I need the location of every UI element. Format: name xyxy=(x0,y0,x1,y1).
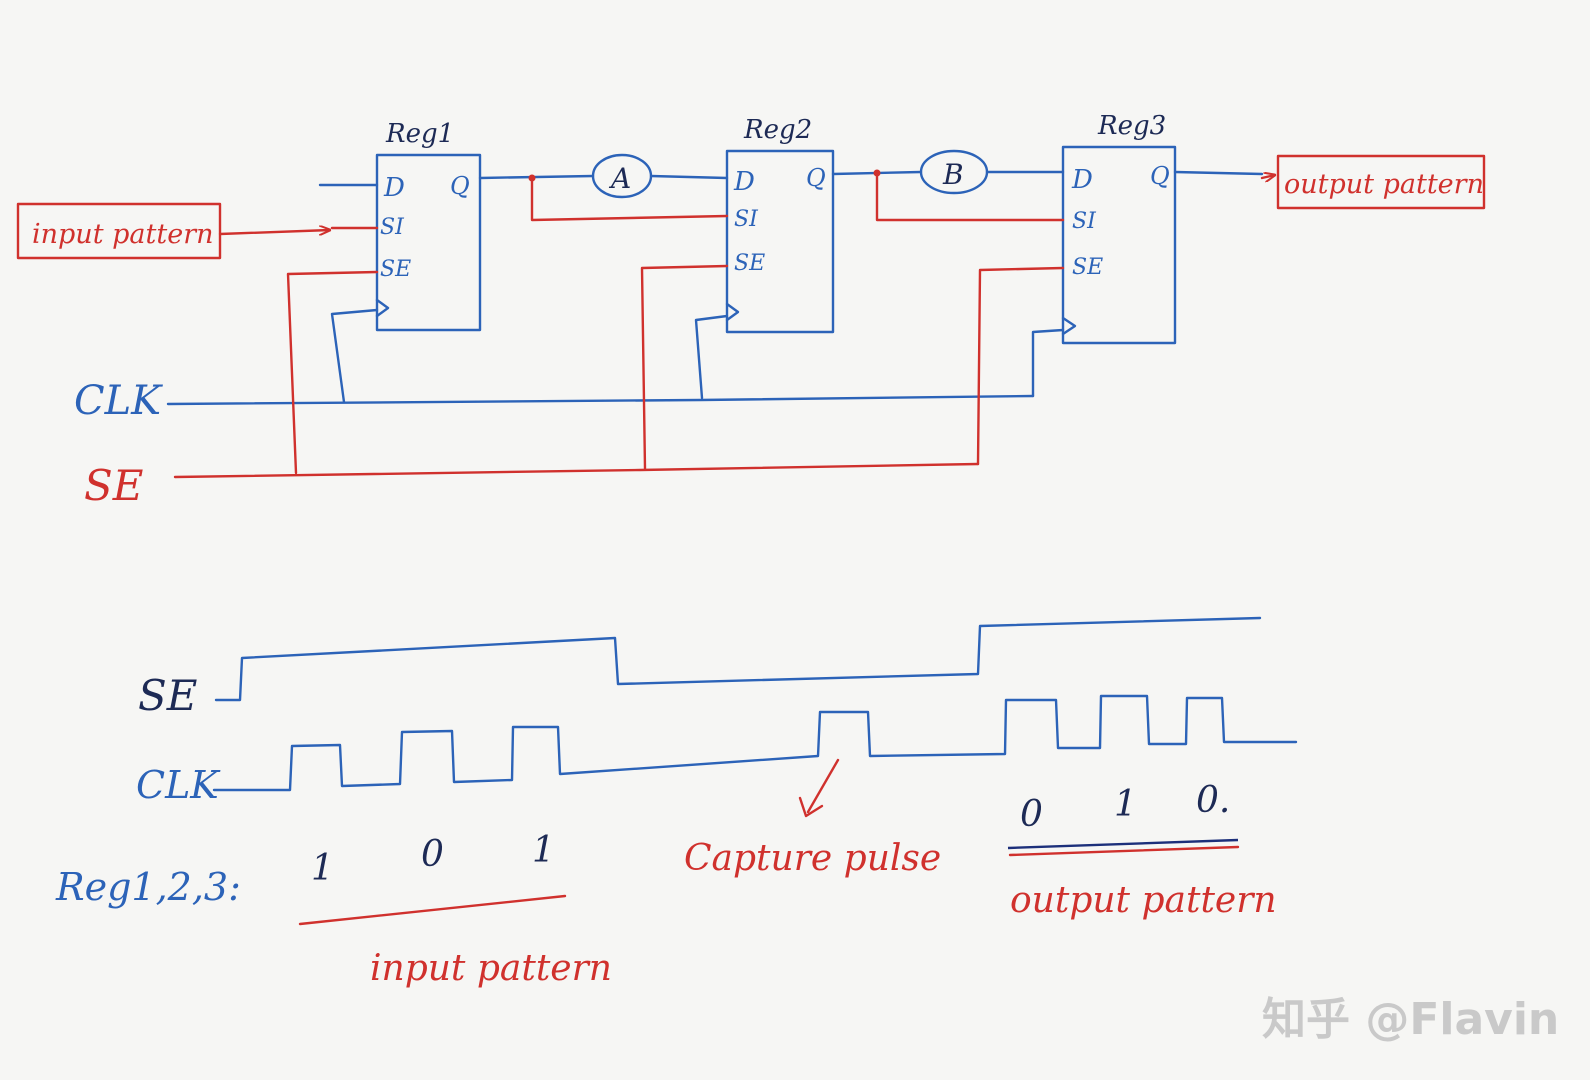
clk-to-reg1-wire xyxy=(330,308,379,404)
reg1-pin-q: Q xyxy=(450,172,470,200)
reg1-clock-triangle xyxy=(375,298,390,318)
se-main-wire xyxy=(173,462,980,479)
register-reg3: Reg3 D SI SE Q xyxy=(1061,111,1177,345)
reg1-pin-si: SI xyxy=(380,215,405,240)
output-pattern-caption: output pattern xyxy=(1010,880,1277,921)
reg2-clock-triangle xyxy=(725,302,740,322)
a-to-reg2-d-wire xyxy=(649,174,729,180)
input-pattern-caption: input pattern xyxy=(370,948,612,989)
timing-se-label: SE xyxy=(138,671,197,720)
junction-reg1-q xyxy=(528,174,536,182)
se-to-reg3-wire xyxy=(976,266,1065,466)
reg1-q-to-a-wire xyxy=(478,174,595,180)
se-signal-label: SE xyxy=(84,461,143,510)
reg3-pin-si: SI xyxy=(1072,209,1097,234)
capture-pulse-label: Capture pulse xyxy=(684,838,941,879)
reg2-label: Reg2 xyxy=(743,115,812,145)
reg2-q-to-reg3-si-wire xyxy=(875,171,1065,222)
reg3-pin-se: SE xyxy=(1072,255,1103,280)
input-pattern-arrow xyxy=(218,230,332,234)
capture-arrow-shaft xyxy=(806,758,840,814)
clk-waveform xyxy=(212,694,1298,792)
scan-path: input pattern output pattern xyxy=(16,154,1486,260)
capture-arrowhead xyxy=(798,796,824,818)
input-bit-2: 0 xyxy=(421,834,444,875)
output-pattern-underline-red xyxy=(1008,845,1240,857)
output-pattern-box-label: output pattern xyxy=(1284,169,1484,200)
timing-diagram: SE CLK Reg1,2,3: 1 0 1 input pattern Cap… xyxy=(55,616,1298,989)
input-pattern-box xyxy=(16,202,222,260)
se-net: SE xyxy=(84,264,1065,510)
logic-b-label: B xyxy=(942,158,964,191)
reg2-pin-q: Q xyxy=(806,164,826,192)
junction-reg2-q xyxy=(873,169,881,177)
reg3-pin-q: Q xyxy=(1150,162,1170,190)
reg-values-label: Reg1,2,3: xyxy=(55,865,241,909)
register-reg2: Reg2 D SI SE Q xyxy=(725,115,835,334)
reg3-pin-d: D xyxy=(1071,165,1093,195)
clk-to-reg3-wire xyxy=(1031,328,1065,398)
input-pattern-box-label: input pattern xyxy=(32,219,214,250)
clk-net: CLK xyxy=(74,308,1065,424)
reg1-label: Reg1 xyxy=(385,119,454,149)
logic-a: A xyxy=(591,153,653,199)
output-pattern-box xyxy=(1276,154,1486,210)
reg3-clock-triangle xyxy=(1061,316,1077,336)
reg3-box xyxy=(1061,145,1177,345)
reg1-pin-se: SE xyxy=(380,257,411,282)
register-reg1: Reg1 D SI SE Q xyxy=(375,119,482,332)
input-bit-1: 1 xyxy=(311,848,334,889)
reg2-box xyxy=(725,149,835,334)
watermark: 知乎 @Flavin xyxy=(1262,994,1559,1045)
output-bit-1: 0 xyxy=(1020,794,1043,835)
reg2-pin-se: SE xyxy=(734,251,765,276)
reg2-pin-si: SI xyxy=(734,207,759,232)
input-pattern-underline xyxy=(298,894,567,926)
se-to-reg2-wire xyxy=(640,264,729,471)
output-pattern-arrow xyxy=(1260,175,1275,178)
output-bit-3: 0. xyxy=(1196,780,1230,821)
reg1-pin-d: D xyxy=(383,173,405,203)
output-pattern-underline-blue xyxy=(1007,838,1239,850)
reg1-box xyxy=(375,153,482,332)
reg3-label: Reg3 xyxy=(1097,111,1166,141)
input-bit-3: 1 xyxy=(532,830,555,871)
reg3-q-output-wire xyxy=(1173,170,1264,176)
logic-a-label: A xyxy=(608,162,631,195)
clk-main-wire xyxy=(166,394,1035,406)
clk-signal-label: CLK xyxy=(74,378,163,424)
reg1-q-to-reg2-si-wire xyxy=(530,176,729,222)
timing-clk-label: CLK xyxy=(136,763,221,807)
se-waveform xyxy=(214,616,1262,702)
reg2-pin-d: D xyxy=(733,167,755,197)
output-bit-2: 1 xyxy=(1114,784,1137,825)
se-to-reg1-wire xyxy=(286,270,379,475)
clk-to-reg2-wire xyxy=(694,314,729,400)
logic-b: B xyxy=(919,149,989,195)
